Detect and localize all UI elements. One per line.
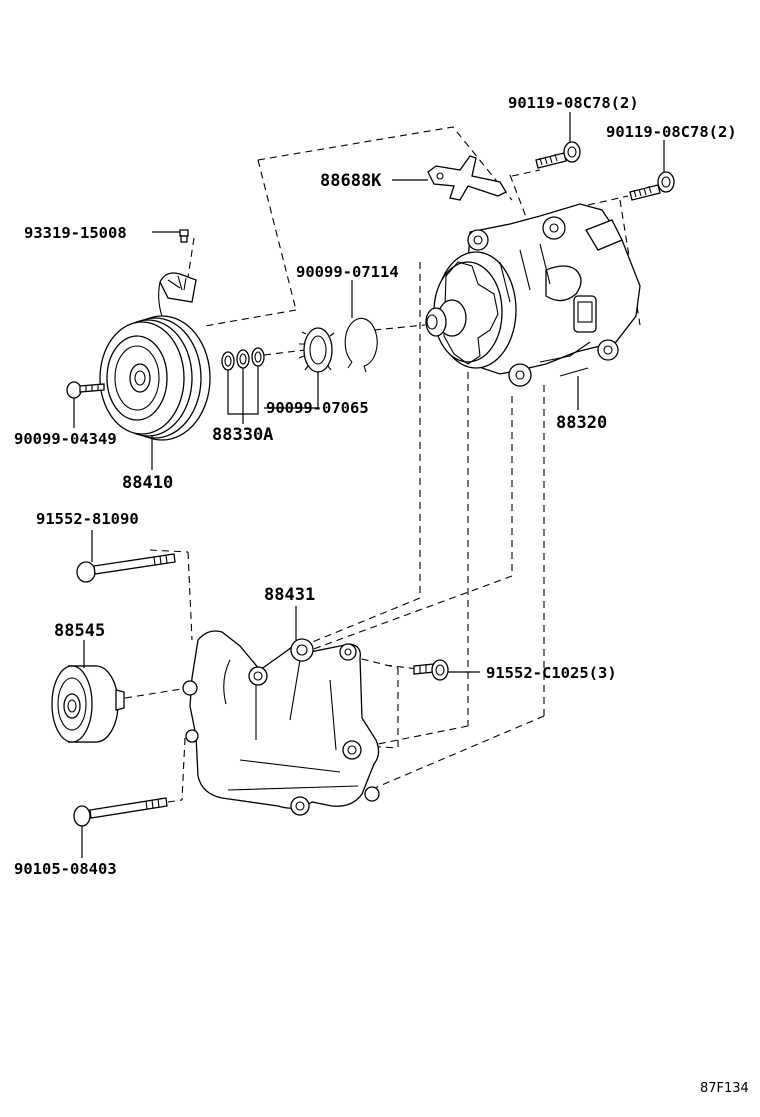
label-90099-04349: 90099-04349 (14, 430, 117, 448)
label-90099-07065: 90099-07065 (266, 399, 369, 417)
bracket-88431 (182, 630, 380, 816)
label-88330a: 88330A (212, 425, 273, 445)
label-88410: 88410 (122, 473, 173, 493)
label-91552-c1025: 91552-C1025(3) (486, 664, 617, 682)
label-90099-07114: 90099-07114 (296, 263, 399, 281)
bolt-90105-08403 (73, 797, 168, 827)
ring-90099-07065 (298, 327, 335, 376)
idler-pulley-88545 (51, 665, 125, 743)
label-90119-right: 90119-08C78(2) (606, 123, 737, 141)
snap-ring-90099-07114 (344, 317, 378, 373)
leader-lines (73, 112, 665, 858)
magnetic-clutch-88410 (99, 272, 211, 441)
label-88320: 88320 (556, 413, 607, 433)
compressor-88320 (425, 203, 641, 387)
label-88431: 88431 (264, 585, 315, 605)
label-93319: 93319-15008 (24, 224, 127, 242)
label-88688k: 88688K (320, 171, 382, 191)
bolt-90119-right (629, 171, 675, 201)
part-labels: 90119-08C78(2) 90119-08C78(2) 88688K 933… (14, 94, 749, 1096)
bracket-88688k (427, 155, 507, 201)
label-91552-81090: 91552-81090 (36, 510, 139, 528)
screw-93319 (179, 229, 189, 243)
diagram-code: 87F134 (700, 1081, 749, 1096)
bolt-91552-c1025 (413, 659, 449, 681)
bolt-91552-81090 (76, 553, 176, 583)
bolt-90099-04349 (66, 381, 105, 399)
label-88545: 88545 (54, 621, 105, 641)
label-90105-08403: 90105-08403 (14, 860, 117, 878)
label-90119-top: 90119-08C78(2) (508, 94, 639, 112)
bolt-90119-top (535, 141, 581, 169)
